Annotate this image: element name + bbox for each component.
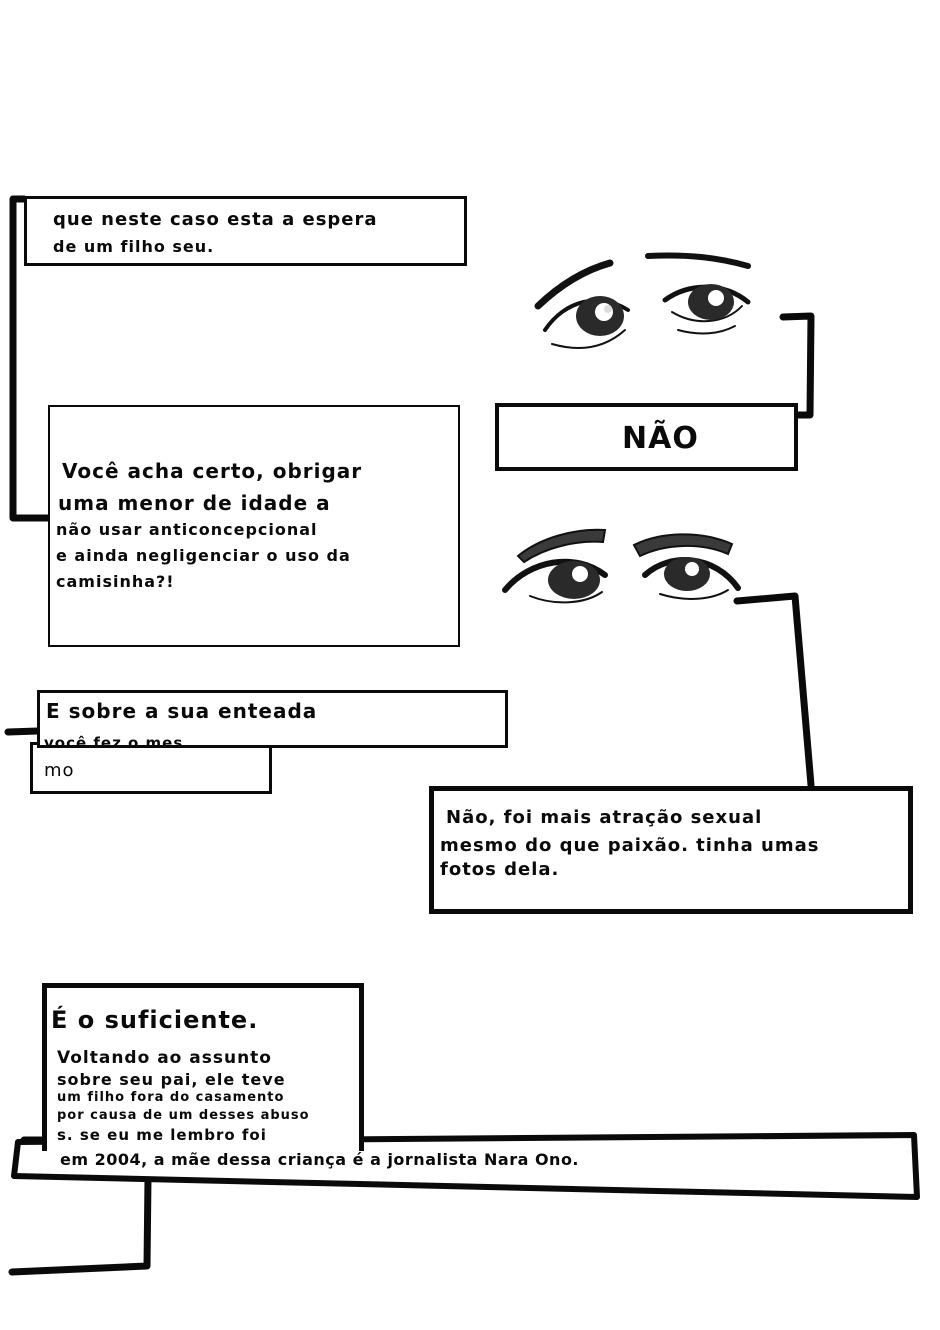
speech-text-line: mesmo do que paixão. tinha umas bbox=[440, 835, 820, 856]
speech-text-line: Não, foi mais atração sexual bbox=[446, 807, 763, 828]
speech-text-line: Voltando ao assunto bbox=[57, 1048, 272, 1068]
speech-text-line: e ainda negligenciar o uso da bbox=[56, 546, 351, 565]
speech-text-line: em 2004, a mãe dessa criança é a jornali… bbox=[60, 1150, 580, 1169]
speech-text-line: de um filho seu. bbox=[53, 237, 215, 256]
speech-box-top-left: que neste caso esta a espera de um filho… bbox=[24, 196, 467, 266]
speech-text-line: fotos dela. bbox=[440, 859, 560, 880]
speech-text-line: sobre seu pai, ele teve bbox=[57, 1070, 286, 1089]
speech-text-line: um filho fora do casamento bbox=[57, 1090, 285, 1105]
speech-text-line: É o suficiente. bbox=[51, 1006, 259, 1034]
speech-text-line: uma menor de idade a bbox=[58, 491, 331, 515]
speech-text-line: que neste caso esta a espera bbox=[53, 209, 378, 230]
speech-text-nao: NÃO bbox=[622, 421, 699, 456]
speech-text-line: camisinha?! bbox=[56, 572, 175, 591]
speech-box-enteada: E sobre a sua enteada bbox=[37, 690, 508, 748]
speech-text-line: você fez o mes bbox=[44, 734, 184, 752]
speech-text-line: E sobre a sua enteada bbox=[46, 699, 318, 723]
speech-box-atracao: Não, foi mais atração sexual mesmo do qu… bbox=[429, 786, 913, 914]
speech-text-line: mo bbox=[44, 760, 75, 781]
speech-text-line: não usar anticoncepcional bbox=[56, 520, 318, 539]
speech-box-suficiente: É o suficiente. Voltando ao assunto sobr… bbox=[42, 983, 364, 1151]
speech-text-line: por causa de um desses abuso bbox=[57, 1108, 310, 1123]
speech-box-nao: NÃO bbox=[495, 403, 798, 471]
speech-text-line: s. se eu me lembro foi bbox=[57, 1126, 267, 1144]
speech-text-line: Você acha certo, obrigar bbox=[62, 459, 363, 483]
speech-box-question: Você acha certo, obrigar uma menor de id… bbox=[48, 405, 460, 647]
